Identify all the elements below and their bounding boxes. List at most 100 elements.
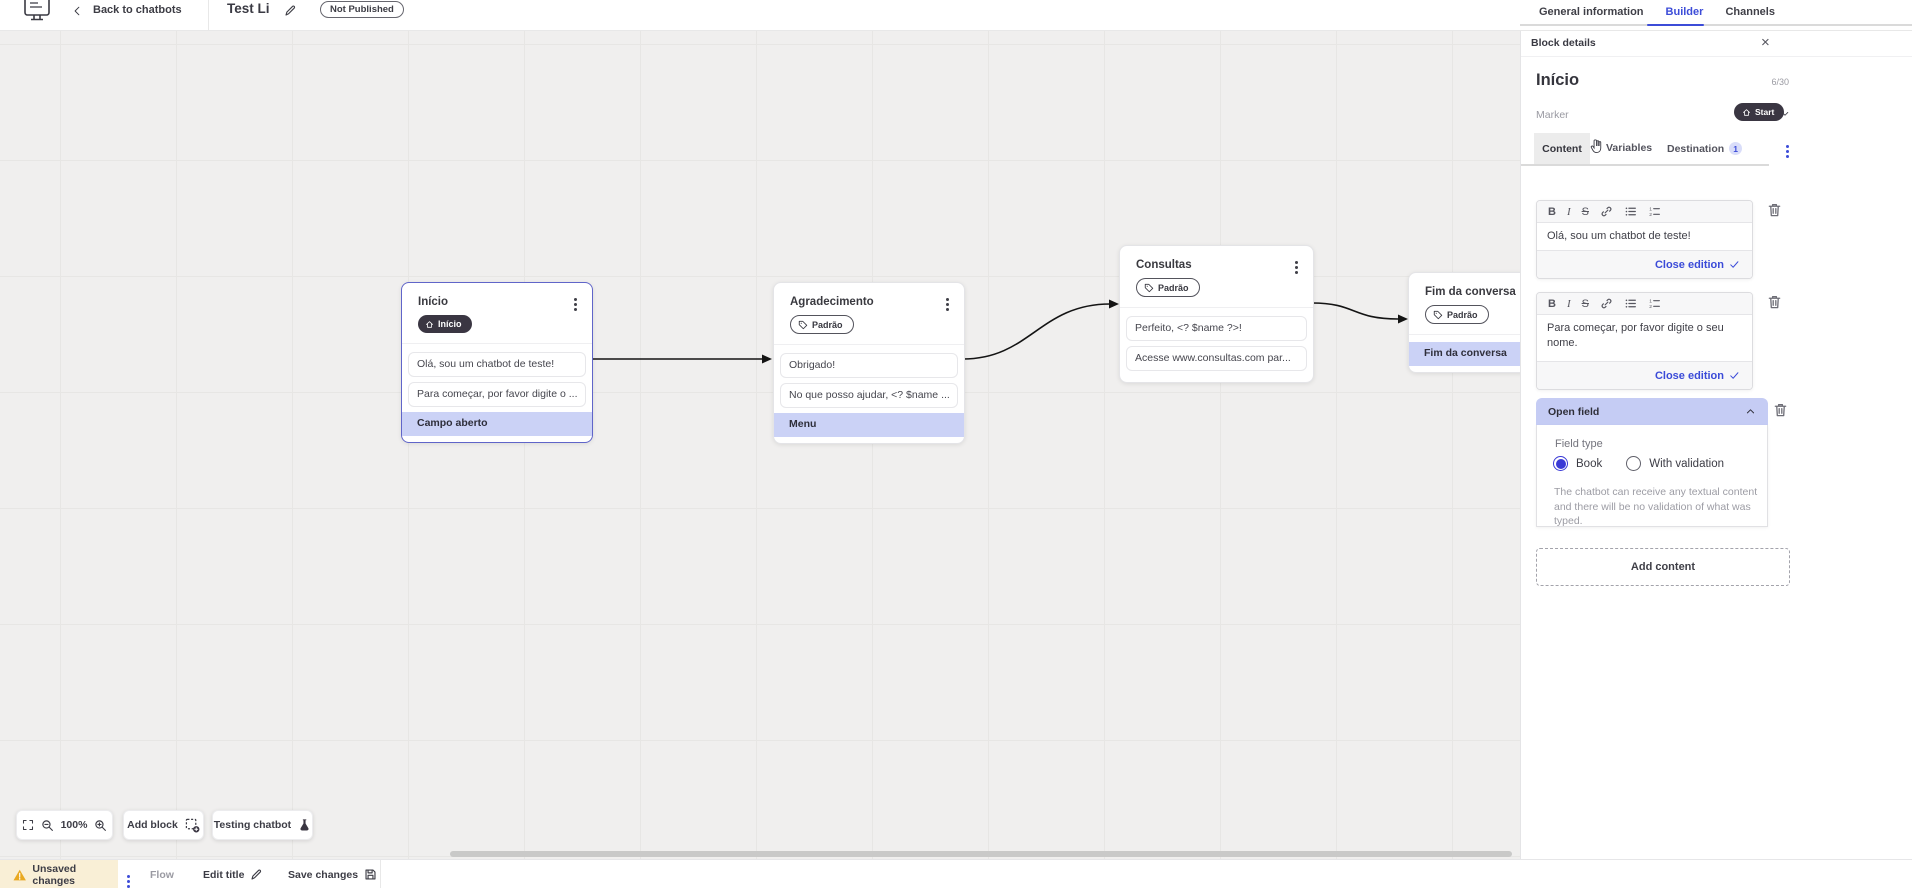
message-text[interactable]: Olá, sou um chatbot de teste! [1537, 223, 1752, 250]
flow-block-consultas[interactable]: Consultas Padrão Perfeito, <? $name ?>! … [1119, 245, 1314, 383]
numbered-list-icon[interactable]: 12 [1648, 297, 1661, 310]
radio-with-validation-label[interactable]: With validation [1649, 457, 1725, 470]
block-row-message[interactable]: Perfeito, <? $name ?>! [1126, 315, 1307, 341]
edit-title-label: Edit title [203, 868, 245, 881]
chevron-down-icon[interactable] [1780, 109, 1790, 119]
tag-icon [798, 320, 808, 329]
save-changes-button[interactable]: Save changes [288, 860, 377, 888]
block-rows: Olá, sou um chatbot de teste! Para começ… [402, 342, 592, 442]
block-row-message[interactable]: Obrigado! [780, 352, 958, 378]
flow-block-inicio[interactable]: Início Início Olá, sou um chatbot de tes… [401, 282, 593, 443]
chatbot-title[interactable]: Test Li [227, 1, 270, 16]
delete-content-icon[interactable] [1767, 202, 1782, 218]
link-icon[interactable] [1600, 205, 1613, 218]
open-field-body: Field type Book With validation The chat… [1536, 425, 1768, 527]
numbered-list-icon[interactable]: 12 [1648, 205, 1661, 218]
bold-icon[interactable]: B [1548, 297, 1556, 310]
app-logo [24, 0, 50, 21]
block-title: Fim da conversa [1425, 286, 1516, 298]
check-icon [1730, 261, 1739, 268]
builder-nav-tabs: General information Builder Channels [1539, 6, 1775, 18]
edit-title-button[interactable]: Edit title [203, 860, 263, 888]
panel-menu-icon[interactable] [1786, 150, 1789, 153]
block-row-action[interactable]: Menu [774, 412, 964, 437]
block-menu-icon[interactable] [1295, 266, 1298, 269]
block-row-message[interactable]: Olá, sou um chatbot de teste! [408, 351, 586, 377]
marker-label: Padrão [812, 319, 843, 330]
svg-text:1: 1 [1649, 206, 1652, 212]
close-edition-button[interactable]: Close edition [1537, 250, 1752, 278]
open-field-title: Open field [1548, 405, 1600, 418]
block-menu-icon[interactable] [574, 303, 577, 306]
panel-header: Block details × [1521, 30, 1912, 57]
panel-tab-variables[interactable]: Variables [1606, 142, 1653, 154]
add-block-button[interactable]: Add block [123, 810, 204, 840]
home-icon [1743, 108, 1750, 116]
panel-header-title: Block details [1531, 37, 1596, 49]
back-to-chatbots-link[interactable]: Back to chatbots [93, 4, 182, 16]
name-char-counter: 6/30 [1771, 77, 1789, 87]
zoom-in-icon[interactable] [94, 819, 107, 832]
italic-icon[interactable]: I [1566, 205, 1571, 218]
zoom-out-icon[interactable] [41, 819, 54, 832]
marker-label: Início [438, 319, 462, 329]
tab-builder[interactable]: Builder [1665, 6, 1704, 18]
default-marker-pill: Padrão [790, 315, 854, 334]
testing-chatbot-label: Testing chatbot [213, 819, 292, 831]
bullet-list-icon[interactable] [1624, 205, 1637, 218]
svg-text:2: 2 [1649, 212, 1652, 218]
active-tab-underline [1647, 23, 1704, 26]
tab-channels[interactable]: Channels [1725, 6, 1775, 18]
edit-title-pencil-icon[interactable] [284, 4, 297, 17]
delete-open-field-icon[interactable] [1773, 402, 1788, 418]
radio-book-label[interactable]: Book [1576, 457, 1603, 470]
panel-tab-destination[interactable]: Destination 1 [1667, 142, 1743, 155]
flow-label: Flow [150, 868, 174, 881]
block-row-message[interactable]: No que posso ajudar, <? $name ... [780, 382, 958, 408]
radio-book[interactable] [1553, 456, 1568, 471]
unsaved-changes-label: Unsaved changes [32, 862, 77, 887]
fullscreen-icon[interactable] [22, 819, 34, 831]
marker-start-pill[interactable]: Start [1734, 103, 1785, 121]
radio-with-validation[interactable] [1626, 456, 1642, 471]
add-content-button[interactable]: Add content [1536, 548, 1790, 586]
block-row-message[interactable]: Para começar, por favor digite o ... [408, 381, 586, 407]
flow-block-agradecimento[interactable]: Agradecimento Padrão Obrigado! No que po… [773, 282, 965, 444]
block-row-message[interactable]: Acesse www.consultas.com par... [1126, 345, 1307, 371]
block-row-action[interactable]: Campo aberto [402, 411, 592, 436]
close-icon[interactable]: × [1761, 34, 1770, 51]
block-rows: Perfeito, <? $name ?>! Acesse www.consul… [1120, 306, 1313, 382]
statusbar-divider [380, 860, 381, 888]
block-menu-icon[interactable] [946, 303, 949, 306]
tab-general-information[interactable]: General information [1539, 6, 1644, 18]
statusbar-menu-icon[interactable] [127, 880, 130, 883]
panel-tab-content[interactable]: Content [1534, 133, 1590, 165]
flow-canvas[interactable] [0, 30, 1520, 859]
testing-chatbot-button[interactable]: Testing chatbot [212, 810, 313, 840]
message-text[interactable]: Para começar, por favor digite o seu nom… [1537, 315, 1752, 361]
bullet-list-icon[interactable] [1624, 297, 1637, 310]
default-marker-pill: Padrão [1136, 278, 1200, 297]
marker-value: Start [1755, 107, 1775, 117]
block-name-field[interactable]: Início [1536, 71, 1580, 89]
block-title: Início [418, 296, 449, 308]
strikethrough-icon[interactable]: S [1581, 205, 1589, 218]
tab-underline-track [1520, 24, 1912, 26]
italic-icon[interactable]: I [1566, 297, 1571, 310]
delete-content-icon[interactable] [1767, 294, 1782, 310]
marker-label: Padrão [1158, 282, 1189, 293]
field-type-options: Book With validation [1553, 456, 1724, 471]
block-details-panel: Block details × Início 6/30 Marker Start… [1520, 30, 1912, 888]
canvas-horizontal-scrollbar[interactable] [450, 851, 1512, 857]
open-field-header[interactable]: Open field [1536, 398, 1768, 425]
close-edition-button[interactable]: Close edition [1537, 361, 1752, 389]
chevron-left-icon[interactable] [72, 4, 83, 18]
chevron-up-icon [1746, 409, 1755, 414]
bold-icon[interactable]: B [1548, 205, 1556, 218]
link-icon[interactable] [1600, 297, 1613, 310]
strikethrough-icon[interactable]: S [1581, 297, 1589, 310]
publish-status-badge: Not Published [320, 1, 404, 18]
